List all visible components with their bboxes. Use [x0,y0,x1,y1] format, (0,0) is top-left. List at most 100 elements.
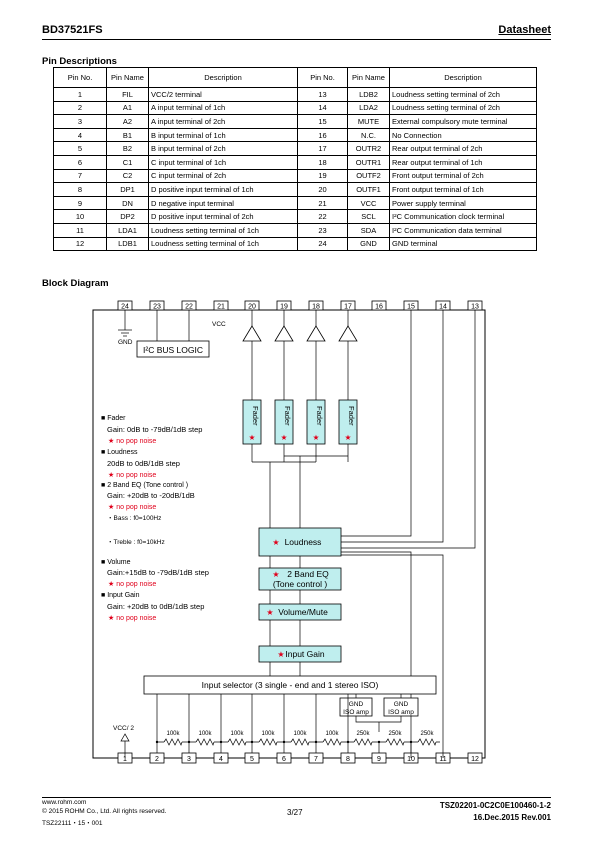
vcc2-label: VCC/ 2 [113,725,134,732]
resistor-value: 250k [356,731,370,737]
pin-name: A1 [106,100,149,116]
resistor: 100k [227,731,247,746]
svg-text:Gain: +20dB to -20dB/1dB: Gain: +20dB to -20dB/1dB [107,491,195,500]
pin-description: Front output terminal of 2ch [389,168,537,184]
svg-text:ISO amp: ISO amp [343,709,369,716]
fader-label: Fader [347,406,356,426]
pin-descriptions-title: Pin Descriptions [42,56,117,67]
svg-text:21: 21 [217,304,225,311]
pin-name: DP2 [106,209,149,224]
pin-name: LDA2 [347,100,390,116]
pin-number: 20 [297,182,348,197]
svg-text:9: 9 [377,756,381,763]
input-selector-label: Input selector (3 single - end and 1 ste… [202,680,379,690]
svg-text:■ Fader: ■ Fader [101,415,126,422]
resistor: 100k [195,731,215,746]
bottom-pin: 8 [340,752,356,764]
bottom-pin: 4 [213,752,229,764]
svg-text:GND: GND [394,701,409,708]
footer-date-rev: 16.Dec.2015 Rev.001 [473,813,551,822]
pin-name: B2 [106,141,149,156]
pin-description: Loudness setting terminal of 2ch [389,87,537,102]
resistor-value: 250k [388,731,402,737]
top-pin: 19 [276,300,292,311]
pin-number: 7 [53,168,107,184]
pin-description: GND terminal [389,236,537,252]
pin-name: LDB2 [347,87,390,102]
svg-text:Gain: +20dB to 0dB/1dB step: Gain: +20dB to 0dB/1dB step [107,602,204,611]
svg-text:・Treble : f0=10kHz: ・Treble : f0=10kHz [107,539,165,546]
resistor: 250k [353,731,373,746]
pin-name: LDA1 [106,222,149,238]
pin-description: D positive input terminal of 1ch [148,182,298,197]
pin-name: VCC [347,195,390,211]
gnd-symbol [118,310,132,337]
pin-number: 8 [53,182,107,197]
resistor: 250k [417,731,437,746]
pin-name: OUTR2 [347,141,390,156]
pin-number: 17 [297,141,348,156]
svg-text:■ Loudness: ■ Loudness [101,449,138,456]
pin-description: C input terminal of 2ch [148,168,298,184]
fader-channel: Fader★ [274,310,294,445]
pin-number: 4 [53,127,107,143]
top-pin: 13 [467,300,483,311]
fader-star-icon: ★ [249,433,256,442]
svg-text:★ no pop noise: ★ no pop noise [108,580,156,588]
pin-description: I²C Communication clock terminal [389,209,537,224]
pin-number: 21 [297,195,348,211]
pin-number: 1 [53,87,107,102]
top-pin: 22 [181,300,197,311]
footer-copyright: © 2015 ROHM Co., Ltd. All rights reserve… [42,808,167,815]
resistor-value: 100k [293,731,307,737]
pin-name: DN [106,195,149,211]
resistor-value: 100k [198,731,212,737]
top-pin: 24 [117,300,133,311]
svg-text:■ 2 Band EQ (Tone control ): ■ 2 Band EQ (Tone control ) [101,482,188,489]
bottom-pin: 7 [308,752,324,764]
svg-text:23: 23 [153,304,161,311]
gnd-label: GND [118,339,133,346]
fader-label: Fader [315,406,324,426]
fader-label: Fader [283,406,292,426]
pin-description: VCC/2 terminal [148,87,298,102]
svg-text:★: ★ [266,608,273,617]
top-pin: 21 [213,300,229,311]
svg-text:15: 15 [407,304,415,311]
resistor-value: 100k [166,731,180,737]
svg-text:11: 11 [439,756,446,763]
pin-number: 2 [53,100,107,116]
loudness-pin-lines [341,310,476,758]
pin-description: B input terminal of 2ch [148,141,298,156]
svg-text:18: 18 [312,304,320,311]
svg-text:★: ★ [272,570,279,579]
fader-channel: Fader★ [242,310,262,445]
footer-url[interactable]: www.rohm.com [42,799,87,806]
pin-number: 10 [53,209,107,224]
pin-number: 22 [297,209,348,224]
pin-name: N.C. [347,127,390,143]
pin-name: LDB1 [106,236,149,252]
col-pin-no: Pin No. [53,67,107,88]
top-pin: 14 [435,300,451,311]
eq-label-line1: 2 Band EQ [287,569,329,579]
svg-text:★: ★ [277,650,284,659]
fader-star-icon: ★ [345,433,352,442]
svg-text:★: ★ [272,538,279,547]
pin-name: OUTR1 [347,154,390,170]
pin-description: D positive input terminal of 2ch [148,209,298,224]
resistor-value: 250k [420,731,434,737]
pin-number: 24 [297,236,348,252]
svg-text:12: 12 [471,756,479,763]
svg-text:20dB to 0dB/1dB step: 20dB to 0dB/1dB step [107,459,180,468]
iso-amp-2: GND ISO amp [383,697,419,717]
pin-table-header: Pin No. Pin Name Description Pin No. Pin… [53,67,537,88]
